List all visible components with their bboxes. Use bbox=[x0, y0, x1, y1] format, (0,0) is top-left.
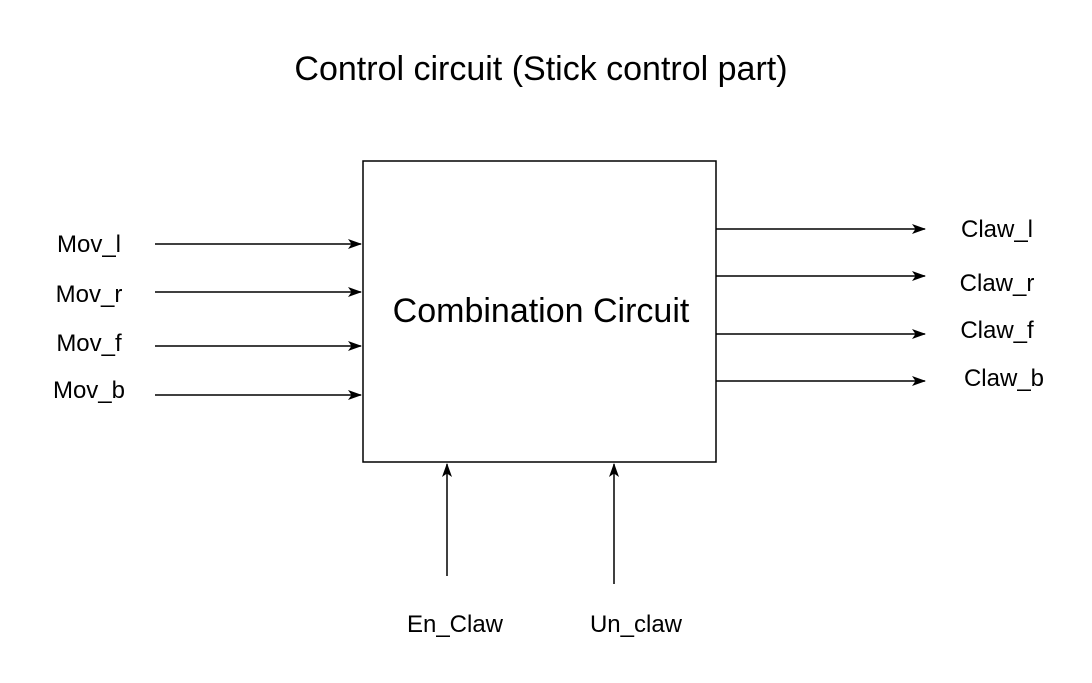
input-label-en-claw: En_Claw bbox=[407, 611, 504, 638]
input-label-mov-r: Mov_r bbox=[56, 281, 123, 308]
combination-circuit-label: Combination Circuit bbox=[393, 292, 690, 330]
input-label-mov-l: Mov_l bbox=[57, 231, 121, 258]
input-label-mov-f: Mov_f bbox=[56, 330, 122, 357]
output-label-claw-l: Claw_l bbox=[961, 216, 1033, 243]
output-label-claw-f: Claw_f bbox=[960, 317, 1034, 344]
input-label-un-claw: Un_claw bbox=[590, 611, 683, 638]
output-label-claw-b: Claw_b bbox=[964, 365, 1044, 392]
combination-circuit-block bbox=[362, 160, 717, 463]
diagram-title: Control circuit (Stick control part) bbox=[294, 50, 787, 88]
input-label-mov-b: Mov_b bbox=[53, 377, 125, 404]
output-label-claw-r: Claw_r bbox=[960, 270, 1035, 297]
